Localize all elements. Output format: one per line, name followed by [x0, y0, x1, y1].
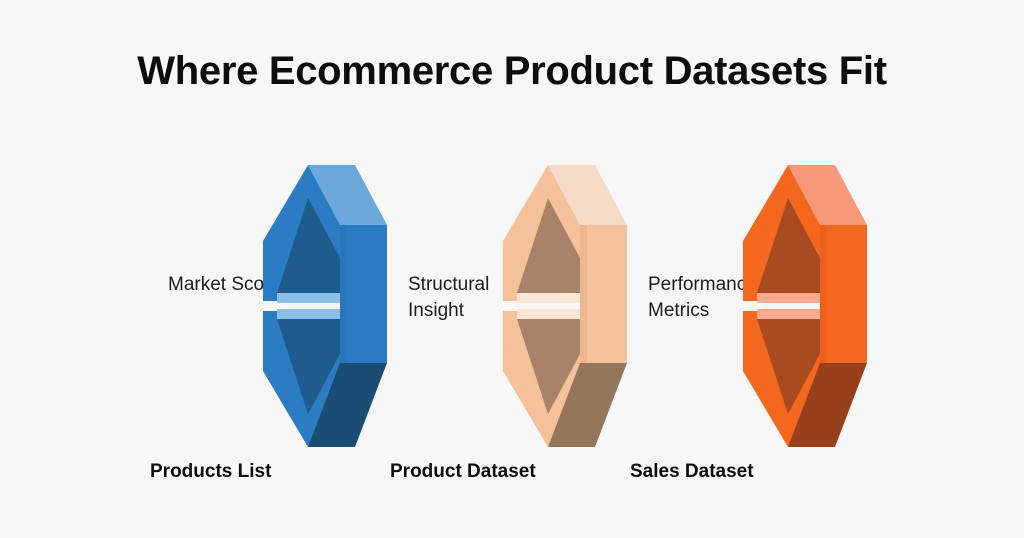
- face-lower-overline: [277, 309, 340, 319]
- caption-line-2: Insight: [408, 300, 464, 321]
- face-lower-notch: [757, 319, 820, 414]
- face-top-bevel: [548, 165, 627, 225]
- face-upper-underline: [517, 293, 580, 303]
- face-bottom-shadow: [308, 363, 387, 447]
- page-title: Where Ecommerce Product Datasets Fit: [137, 49, 887, 93]
- face-upper-underline: [277, 293, 340, 303]
- bottom-label-product-dataset: Product Dataset: [390, 461, 536, 482]
- face-lower-notch: [517, 319, 580, 414]
- caption-performance-metrics: Performance Metrics: [648, 272, 808, 324]
- face-top-bevel: [308, 165, 387, 225]
- face-lower-notch: [277, 319, 340, 414]
- face-bottom-shadow: [788, 363, 867, 447]
- face-upper-notch: [277, 198, 340, 293]
- bottom-label-products-list: Products List: [150, 461, 272, 482]
- caption-line-2: Metrics: [648, 300, 710, 321]
- caption-line-1: Market Scope: [168, 274, 286, 295]
- face-upper-notch: [757, 198, 820, 293]
- face-lower-overline: [517, 309, 580, 319]
- face-bottom-shadow: [548, 363, 627, 447]
- caption-line-1: Performance: [648, 274, 757, 295]
- caption-line-1: Structural: [408, 274, 490, 295]
- face-spine-front: [340, 225, 387, 363]
- face-upper-notch: [517, 198, 580, 293]
- face-spine-inner: [580, 225, 587, 363]
- face-lower-overline: [757, 309, 820, 319]
- caption-market-scope: Market Scope: [168, 272, 328, 298]
- bracket-arrow-icon-tan: [495, 163, 635, 448]
- face-upper-underline: [757, 293, 820, 303]
- face-spine-inner: [340, 225, 347, 363]
- face-spine-inner: [820, 225, 827, 363]
- face-spine-front: [820, 225, 867, 363]
- bracket-arrow-icon-blue: [255, 163, 395, 448]
- caption-structural-insight: Structural Insight: [408, 272, 568, 324]
- face-spine-front: [580, 225, 627, 363]
- bracket-arrow-icon-orange: [735, 163, 875, 448]
- face-top-bevel: [788, 165, 867, 225]
- bottom-label-sales-dataset: Sales Dataset: [630, 461, 754, 482]
